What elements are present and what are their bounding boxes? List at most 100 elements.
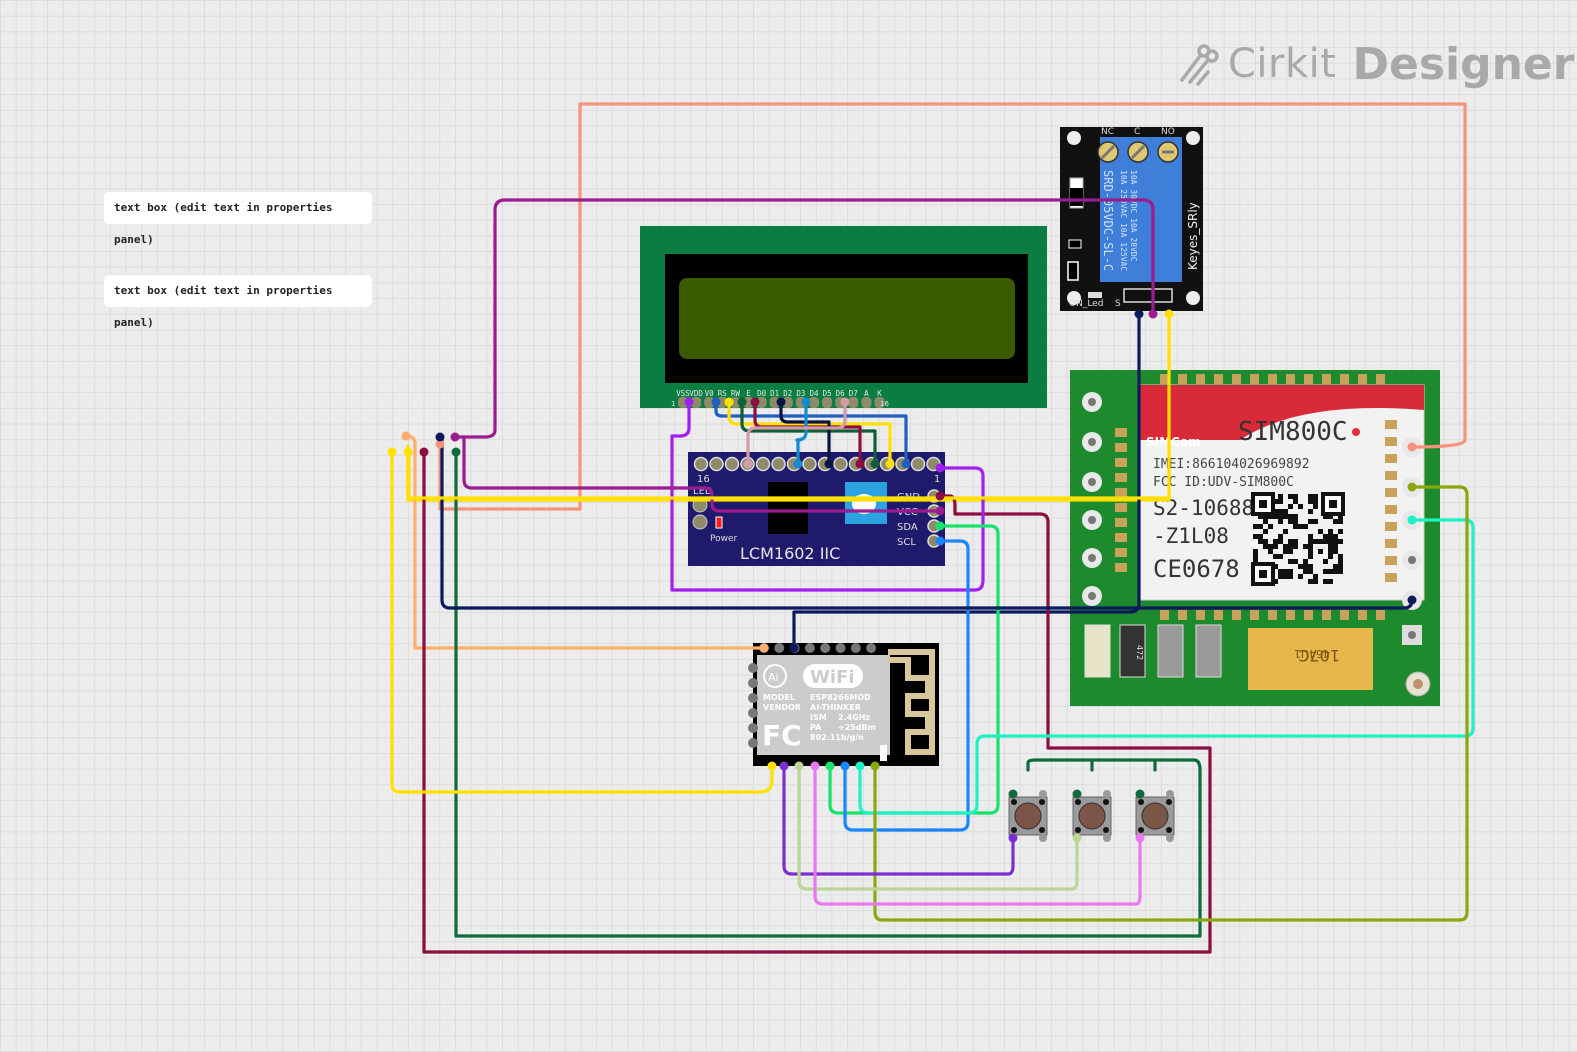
wire-endpoint[interactable]: [840, 397, 850, 407]
wire-lcd-blue[interactable]: [714, 398, 908, 466]
wire-indigo[interactable]: [782, 766, 1015, 876]
wire-endpoint[interactable]: [901, 459, 911, 469]
wire-endpoint[interactable]: [793, 459, 803, 469]
esp-side-pin[interactable]: [748, 723, 758, 733]
pushbutton-3[interactable]: [1135, 790, 1175, 842]
wire-endpoint[interactable]: [450, 432, 460, 442]
wire-endpoint[interactable]: [935, 463, 945, 473]
wire-endpoint[interactable]: [387, 447, 397, 457]
pushbuttons[interactable]: [1008, 790, 1175, 842]
wire-endpoint[interactable]: [1008, 789, 1018, 799]
wire-endpoint[interactable]: [935, 536, 945, 546]
i2c-top-pin[interactable]: [771, 456, 786, 472]
lcd-pin[interactable]: [809, 397, 819, 408]
wire-endpoint[interactable]: [737, 397, 747, 407]
lcd-pin[interactable]: [704, 397, 715, 408]
wire-yellow[interactable]: [407, 450, 1171, 500]
wire-endpoint[interactable]: [870, 459, 880, 469]
wire-endpoint[interactable]: [935, 491, 945, 501]
esp-side-pin[interactable]: [748, 708, 758, 718]
lcd-pin[interactable]: [874, 397, 885, 408]
esp-side-pin[interactable]: [748, 663, 758, 673]
wire-purple-magenta[interactable]: [453, 198, 1155, 439]
lcd-pin[interactable]: [848, 397, 859, 408]
wire-endpoint[interactable]: [684, 397, 694, 407]
wire-endpoint[interactable]: [824, 459, 834, 469]
wire-blue-bright[interactable]: [843, 539, 970, 832]
sim800c-module[interactable]: SIMCom SIM800C IMEI:866104026969892 FCC …: [1070, 370, 1440, 706]
i2c-top-pin[interactable]: [709, 456, 724, 472]
esp-side-pin[interactable]: [748, 678, 758, 688]
button-cap[interactable]: [1014, 802, 1042, 830]
wire-endpoint[interactable]: [1164, 309, 1174, 319]
wire-green-bright[interactable]: [828, 524, 1000, 815]
i2c-top-pin[interactable]: [802, 456, 817, 472]
lcd-pin[interactable]: [782, 397, 793, 408]
wire-endpoint[interactable]: [855, 459, 865, 469]
i2c-top-pin[interactable]: [910, 456, 926, 472]
wire-navy[interactable]: [440, 435, 1414, 610]
text-box-1[interactable]: text box (edit text in properties panel): [104, 192, 372, 246]
esp-top-pin[interactable]: [835, 643, 846, 653]
wire-endpoint[interactable]: [1407, 482, 1417, 492]
wire-endpoint[interactable]: [885, 459, 895, 469]
wire-endpoint[interactable]: [855, 761, 865, 771]
wire-cyan[interactable]: [858, 518, 1475, 815]
text-box-2[interactable]: text box (edit text in properties panel): [104, 275, 372, 329]
screw-terminals[interactable]: [1097, 141, 1179, 163]
wire-endpoint[interactable]: [767, 761, 777, 771]
wire-endpoint[interactable]: [1135, 833, 1145, 843]
wire-endpoint[interactable]: [779, 761, 789, 771]
lcd-pin[interactable]: [691, 397, 702, 408]
wire-yellow[interactable]: [390, 450, 774, 794]
wire-endpoint[interactable]: [1407, 515, 1417, 525]
pushbutton-2[interactable]: [1072, 790, 1112, 842]
i2c-backpack[interactable]: 16 LED Power LCM1602 IIC 1 GND VCC SDA S…: [688, 452, 945, 566]
esp-top-pin[interactable]: [866, 643, 877, 653]
esp-side-pin[interactable]: [748, 738, 758, 748]
wire-endpoint[interactable]: [794, 761, 804, 771]
wire-endpoint[interactable]: [1072, 789, 1082, 799]
esp-top-pin[interactable]: [850, 643, 861, 653]
wire-endpoint[interactable]: [840, 761, 850, 771]
wire-endpoint[interactable]: [1135, 789, 1145, 799]
wire-endpoint[interactable]: [750, 397, 760, 407]
lcd-pin[interactable]: [756, 397, 767, 408]
button-cap[interactable]: [1141, 802, 1169, 830]
esp-top-pin[interactable]: [820, 643, 831, 653]
wire-endpoint[interactable]: [935, 521, 945, 531]
wire-pink[interactable]: [746, 398, 847, 466]
wire-endpoint[interactable]: [825, 761, 835, 771]
i2c-top-pin[interactable]: [833, 456, 848, 472]
wire-sage[interactable]: [797, 766, 1079, 891]
wire-endpoint[interactable]: [743, 459, 753, 469]
esp-top-pin[interactable]: [804, 643, 815, 653]
wire-dark-green[interactable]: [454, 450, 1202, 938]
wire-olive[interactable]: [873, 485, 1469, 922]
i2c-top-pin[interactable]: [693, 456, 709, 472]
wire-endpoint[interactable]: [870, 761, 880, 771]
wire-endpoint[interactable]: [801, 397, 811, 407]
wire-endpoint[interactable]: [776, 397, 786, 407]
wire-endpoint[interactable]: [1072, 833, 1082, 843]
esp-side-pin[interactable]: [748, 693, 758, 703]
wire-dark-navy[interactable]: [779, 398, 831, 466]
lcd-16x2[interactable]: [640, 226, 1047, 408]
esp-top-pin[interactable]: [774, 643, 785, 653]
wire-endpoint[interactable]: [435, 432, 445, 442]
wire-violet[interactable]: [670, 398, 985, 592]
wire-endpoint[interactable]: [451, 447, 461, 457]
wire-orchid[interactable]: [813, 766, 1142, 906]
wire-navy[interactable]: [792, 310, 1141, 650]
wire-endpoint[interactable]: [810, 761, 820, 771]
wire-salmon[interactable]: [438, 102, 1467, 511]
i2c-top-pin[interactable]: [724, 456, 740, 472]
button-cap[interactable]: [1078, 802, 1106, 830]
lcd-pin[interactable]: [730, 397, 741, 408]
lcd-pin[interactable]: [822, 397, 833, 408]
esp8266-module[interactable]: Ai WiFi MODEL VENDOR ESP8266MOD AI-THINK…: [748, 643, 939, 766]
wire-endpoint[interactable]: [1134, 309, 1144, 319]
wire-yellow[interactable]: [727, 398, 892, 466]
wire-sky-blue[interactable]: [795, 398, 808, 466]
wire-endpoint[interactable]: [435, 439, 445, 449]
